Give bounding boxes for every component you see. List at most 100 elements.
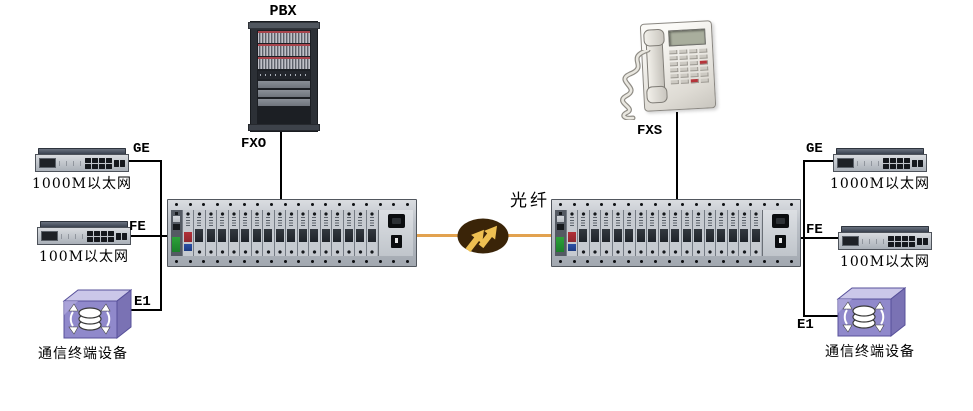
screw <box>297 260 301 263</box>
phone-display <box>668 28 706 47</box>
screw <box>735 203 739 206</box>
pbx-blank-panel <box>258 81 310 88</box>
pbx-card-row <box>258 57 310 69</box>
switch-vent <box>39 158 56 168</box>
key <box>680 67 689 72</box>
port <box>101 236 107 242</box>
ethernet-switch-100m-left <box>37 221 131 245</box>
card <box>227 210 239 256</box>
screw <box>175 203 178 206</box>
screw <box>351 260 355 263</box>
database-icon <box>78 307 102 331</box>
pbx-cabinet-cap <box>248 22 320 29</box>
card <box>565 210 577 256</box>
card <box>296 210 308 256</box>
fxo-port-label: FXO <box>241 136 267 152</box>
screw <box>599 203 603 206</box>
ge-line-right <box>804 160 835 162</box>
fe-line-right <box>797 237 841 239</box>
port <box>94 230 100 236</box>
power-inlet-icon <box>771 214 789 228</box>
screw <box>365 203 369 206</box>
key <box>700 66 709 71</box>
phone-keypad <box>669 48 709 85</box>
switch-top-face <box>38 148 126 154</box>
ge-port-label-left: GE <box>133 141 150 157</box>
power-inlet-icon <box>387 214 405 228</box>
port <box>918 159 923 167</box>
switch-ports <box>87 230 114 242</box>
e1-port-label-left: E1 <box>134 294 151 310</box>
switch-ports <box>85 157 112 169</box>
card <box>239 210 251 256</box>
port <box>902 235 908 241</box>
card <box>181 210 193 256</box>
screw <box>351 203 355 206</box>
screw <box>270 203 274 206</box>
switch-uplink-ports <box>912 159 923 167</box>
screw <box>586 260 590 263</box>
port <box>116 232 121 240</box>
screw <box>215 203 219 206</box>
screw <box>572 260 576 263</box>
screw <box>789 260 793 263</box>
card <box>577 210 589 256</box>
port <box>895 241 901 247</box>
port <box>909 235 915 241</box>
card <box>749 210 761 256</box>
ge-port-label-right: GE <box>806 141 823 157</box>
port <box>87 236 93 242</box>
key <box>690 78 699 84</box>
pbx-cabinet-slots <box>257 30 311 124</box>
card <box>657 210 669 256</box>
fiber-label: 光纤 <box>510 191 550 211</box>
switch-1000m-label-right: 1000M以太网 <box>830 176 930 192</box>
terminal-label-right: 通信终端设备 <box>825 344 915 360</box>
screw <box>378 203 382 206</box>
switch-uplink-ports <box>917 237 928 245</box>
card <box>680 210 692 256</box>
screw <box>586 203 590 206</box>
mux-chassis-left <box>167 199 417 267</box>
port <box>120 159 125 167</box>
port <box>883 163 889 169</box>
screw <box>762 260 766 263</box>
screw <box>188 203 192 206</box>
screw <box>229 203 233 206</box>
port <box>108 230 114 236</box>
key <box>680 73 689 78</box>
port <box>904 163 910 169</box>
port <box>890 157 896 163</box>
screw <box>559 203 562 206</box>
port <box>85 157 91 163</box>
port <box>108 236 114 242</box>
screw <box>694 203 698 206</box>
switch-top-face <box>40 221 128 227</box>
fe-port-label-right: FE <box>806 222 823 238</box>
switch-vent <box>842 236 859 246</box>
chassis-power-module <box>762 210 797 256</box>
key <box>689 60 698 66</box>
port <box>99 163 105 169</box>
ge-line-left <box>126 160 162 162</box>
screw <box>202 260 206 263</box>
ip-phone <box>616 18 720 122</box>
key <box>689 48 698 54</box>
screw <box>405 203 409 206</box>
switch-vent <box>837 158 854 168</box>
switch-uplink-ports <box>116 232 127 240</box>
card <box>308 210 320 256</box>
port <box>883 157 889 163</box>
port <box>106 157 112 163</box>
key <box>699 48 708 53</box>
card <box>193 210 205 256</box>
key <box>700 72 709 77</box>
switch-100m-label-right: 100M以太网 <box>839 254 931 270</box>
screw <box>392 260 396 263</box>
screw <box>215 260 219 263</box>
chassis-cards <box>171 210 377 256</box>
card <box>319 210 331 256</box>
port <box>909 241 915 247</box>
e1-line-right <box>804 315 838 317</box>
